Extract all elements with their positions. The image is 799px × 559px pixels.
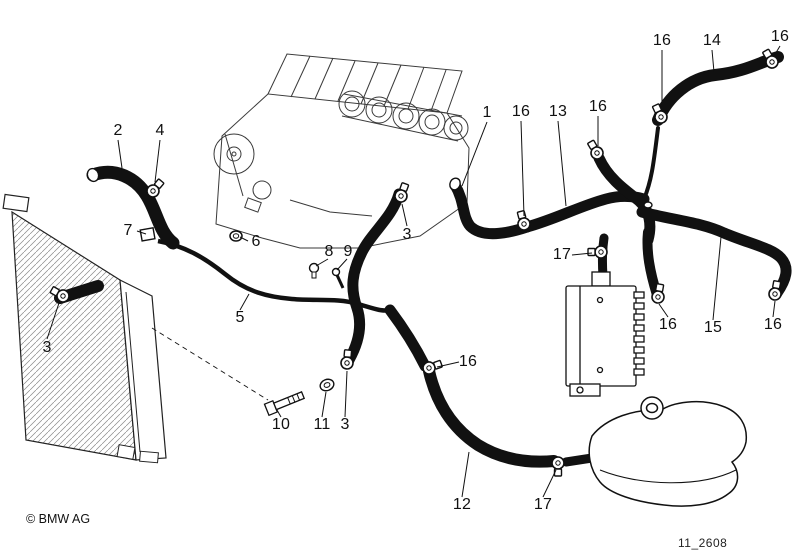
clamp-3-top	[392, 180, 412, 205]
callout-17: 17	[552, 246, 572, 263]
callout-4: 4	[155, 122, 165, 139]
hose-3-assembly	[343, 188, 405, 366]
callout-16: 16	[763, 316, 783, 333]
grommet-8	[308, 262, 320, 279]
callout-14: 14	[702, 32, 722, 49]
drawing-number: 11_2608	[678, 536, 728, 550]
callout-1: 1	[482, 104, 492, 121]
junction-pipe	[642, 126, 660, 201]
clamp-17-b	[551, 456, 565, 477]
radiator	[2, 193, 167, 464]
hose-ends	[86, 167, 653, 209]
callout-8: 8	[324, 243, 334, 260]
hose-12	[423, 365, 560, 468]
hose-14	[652, 51, 784, 126]
clamp-17-a	[587, 245, 608, 259]
callout-6: 6	[251, 233, 261, 250]
callout-16: 16	[458, 353, 478, 370]
hose-1	[449, 179, 533, 240]
clamp-3-mid	[339, 348, 355, 371]
callout-16: 16	[770, 28, 790, 45]
hose-connector	[593, 152, 656, 246]
callout-3: 3	[340, 416, 350, 433]
washer-11	[319, 378, 335, 392]
bolt-9	[331, 267, 345, 289]
hose-15-branch	[642, 227, 662, 300]
callout-16: 16	[658, 316, 678, 333]
leader-lines	[46, 45, 781, 498]
callout-11: 11	[313, 416, 331, 433]
expansion-tank	[588, 396, 748, 507]
callout-16: 16	[652, 32, 672, 49]
hose-15	[636, 206, 792, 299]
callout-12: 12	[452, 496, 472, 513]
callout-7: 7	[123, 222, 133, 239]
callout-3: 3	[402, 226, 412, 243]
callout-5: 5	[235, 309, 245, 326]
seal-ring-6	[229, 230, 243, 242]
callout-13: 13	[548, 103, 568, 120]
hose-13	[521, 190, 650, 233]
callout-17: 17	[533, 496, 553, 513]
tank-inlet-stub	[561, 453, 597, 467]
callout-9: 9	[343, 243, 353, 260]
callout-3: 3	[42, 339, 52, 356]
callout-2: 2	[113, 122, 123, 139]
mounting-bolt-10	[263, 391, 306, 417]
engine-block	[213, 53, 470, 249]
water-pipe-5	[139, 227, 391, 313]
banjo-bolt-7	[139, 227, 156, 242]
heat-exchanger	[565, 271, 645, 397]
callout-16: 16	[511, 103, 531, 120]
callout-10: 10	[271, 416, 291, 433]
callout-16: 16	[588, 98, 608, 115]
hose-2	[86, 165, 180, 250]
callout-15: 15	[703, 319, 723, 336]
copyright-text: © BMW AG	[26, 512, 91, 526]
hose-lower-connector	[384, 304, 431, 372]
